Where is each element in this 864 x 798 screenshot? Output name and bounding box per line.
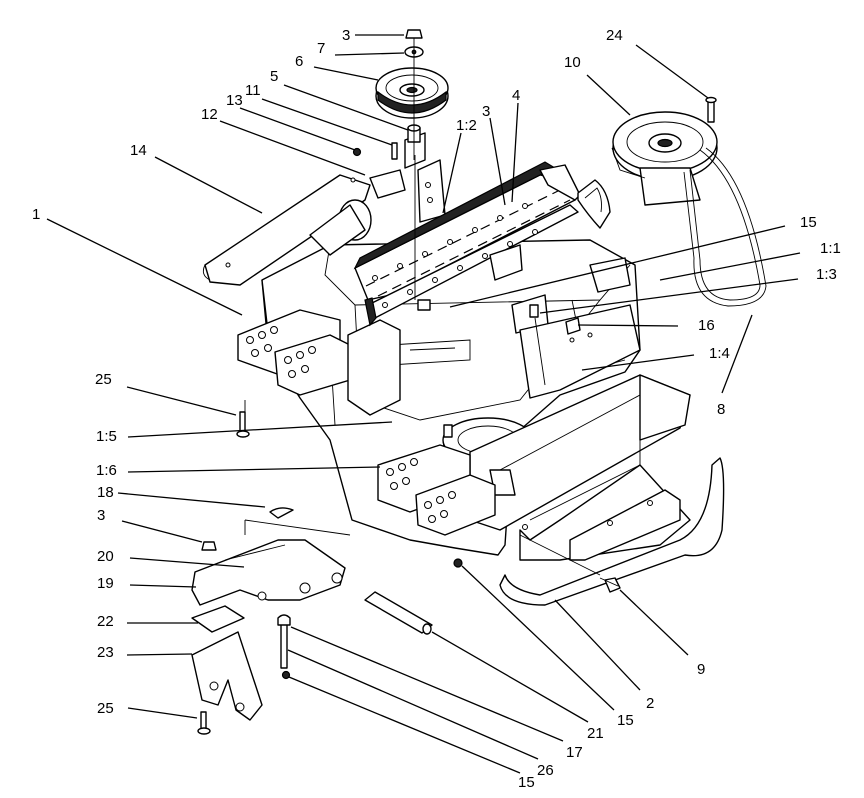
- callout-20: 20: [97, 548, 114, 565]
- callout-12: 12: [201, 106, 218, 123]
- callout-3b: 3: [482, 103, 490, 120]
- callout-1-1: 1:1: [820, 240, 841, 257]
- callout-23: 23: [97, 644, 114, 661]
- callout-18: 18: [97, 484, 114, 501]
- callout-25a: 25: [95, 371, 112, 388]
- deck-frame-drawing: [191, 29, 767, 735]
- callout-15b: 15: [617, 712, 634, 729]
- callout-22: 22: [97, 613, 114, 630]
- callout-25b: 25: [97, 700, 114, 717]
- callout-6: 6: [295, 53, 303, 70]
- callout-1-6: 1:6: [96, 462, 117, 479]
- callout-2: 2: [646, 695, 654, 712]
- callout-11: 11: [245, 82, 261, 99]
- callout-3: 3: [342, 27, 350, 44]
- callout-14: 14: [130, 142, 147, 159]
- callout-4: 4: [512, 87, 520, 104]
- callout-15a: 15: [800, 214, 817, 231]
- callout-9: 9: [697, 661, 705, 678]
- callout-7: 7: [317, 40, 325, 57]
- callout-17: 17: [566, 744, 583, 761]
- callout-26: 26: [537, 762, 554, 779]
- callout-21: 21: [587, 725, 604, 742]
- callout-1: 1: [32, 206, 40, 223]
- callout-1-3: 1:3: [816, 266, 837, 283]
- callout-16: 16: [698, 317, 715, 334]
- callout-labels: 3 7 6 5 11 13 12 14 1 1:2 3 4 24 10 15 1…: [32, 27, 841, 791]
- callout-3c: 3: [97, 507, 105, 524]
- callout-19: 19: [97, 575, 114, 592]
- callout-8: 8: [717, 401, 725, 418]
- callout-1-2: 1:2: [456, 117, 477, 134]
- callout-13: 13: [226, 92, 243, 109]
- callout-5: 5: [270, 68, 278, 85]
- callout-15c: 15: [518, 774, 535, 791]
- leader-lines: [46, 34, 801, 774]
- callout-10: 10: [564, 54, 581, 71]
- callout-24: 24: [606, 27, 623, 44]
- callout-1-5: 1:5: [96, 428, 117, 445]
- callout-1-4: 1:4: [709, 345, 730, 362]
